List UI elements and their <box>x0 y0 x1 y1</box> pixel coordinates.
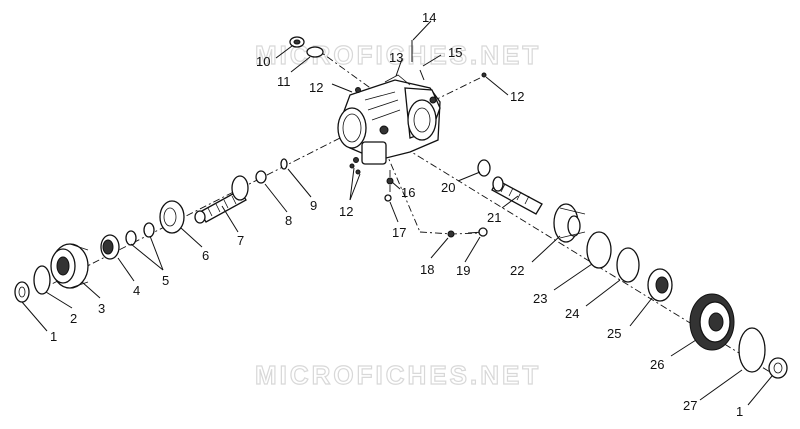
pin-15 <box>419 69 425 81</box>
bearing-25 <box>647 268 673 302</box>
dowel-pins-12 <box>349 72 487 175</box>
callout-12-top: 12 <box>309 80 323 95</box>
callout-17: 17 <box>392 225 406 240</box>
callout-14: 14 <box>422 10 436 25</box>
shim-23 <box>586 231 612 269</box>
output-shaft-21 <box>491 176 543 215</box>
callout-24: 24 <box>565 306 579 321</box>
callout-27: 27 <box>683 398 697 413</box>
gearcase-housing <box>337 74 441 165</box>
bearing-6 <box>159 200 185 234</box>
callout-2: 2 <box>70 311 77 326</box>
callout-15: 15 <box>448 45 462 60</box>
callout-9: 9 <box>310 198 317 213</box>
washer-20 <box>477 159 491 177</box>
callout-20: 20 <box>441 180 455 195</box>
callout-16: 16 <box>401 185 415 200</box>
callout-26: 26 <box>650 357 664 372</box>
shim-24 <box>616 247 640 283</box>
screw-19 <box>467 227 488 237</box>
o-ring-11 <box>306 46 324 58</box>
callout-13: 13 <box>389 50 403 65</box>
gear-22 <box>553 203 586 243</box>
washer-8 <box>255 170 267 184</box>
ball-18 <box>447 230 455 238</box>
bearing-3 <box>50 243 89 289</box>
callout-10: 10 <box>256 54 270 69</box>
callout-4: 4 <box>133 283 140 298</box>
callout-22: 22 <box>510 263 524 278</box>
callout-1-left: 1 <box>50 329 57 344</box>
callout-21: 21 <box>487 210 501 225</box>
callout-18: 18 <box>420 262 434 277</box>
bearing-4 <box>100 234 120 260</box>
callout-8: 8 <box>285 213 292 228</box>
o-ring-27 <box>738 327 766 373</box>
seal-1-right <box>768 357 788 379</box>
o-ring-9 <box>280 158 288 170</box>
cap-10 <box>289 36 305 48</box>
callout-23: 23 <box>533 291 547 306</box>
plug-16 <box>386 177 394 185</box>
pinion-shaft-7 <box>194 175 249 224</box>
callout-25: 25 <box>607 326 621 341</box>
callout-11: 11 <box>277 74 291 89</box>
callout-12-lower: 12 <box>339 204 353 219</box>
watermark-bottom: MICROFICHES.NET <box>255 360 541 390</box>
bearing-26 <box>689 293 735 351</box>
callout-19: 19 <box>456 263 470 278</box>
callout-1-right: 1 <box>736 404 743 419</box>
callout-leaders <box>21 20 773 406</box>
callout-3: 3 <box>98 301 105 316</box>
o-ring-2 <box>33 265 51 295</box>
screw-17 <box>384 194 392 202</box>
seal-1-left <box>14 281 30 303</box>
callout-labels: 1 2 3 4 5 6 7 8 9 10 11 12 12 12 12 13 1… <box>50 10 743 419</box>
callout-7: 7 <box>237 233 244 248</box>
shims-5 <box>125 222 155 246</box>
callout-5: 5 <box>162 273 169 288</box>
callout-12-right: 12 <box>510 89 524 104</box>
callout-6: 6 <box>202 248 209 263</box>
